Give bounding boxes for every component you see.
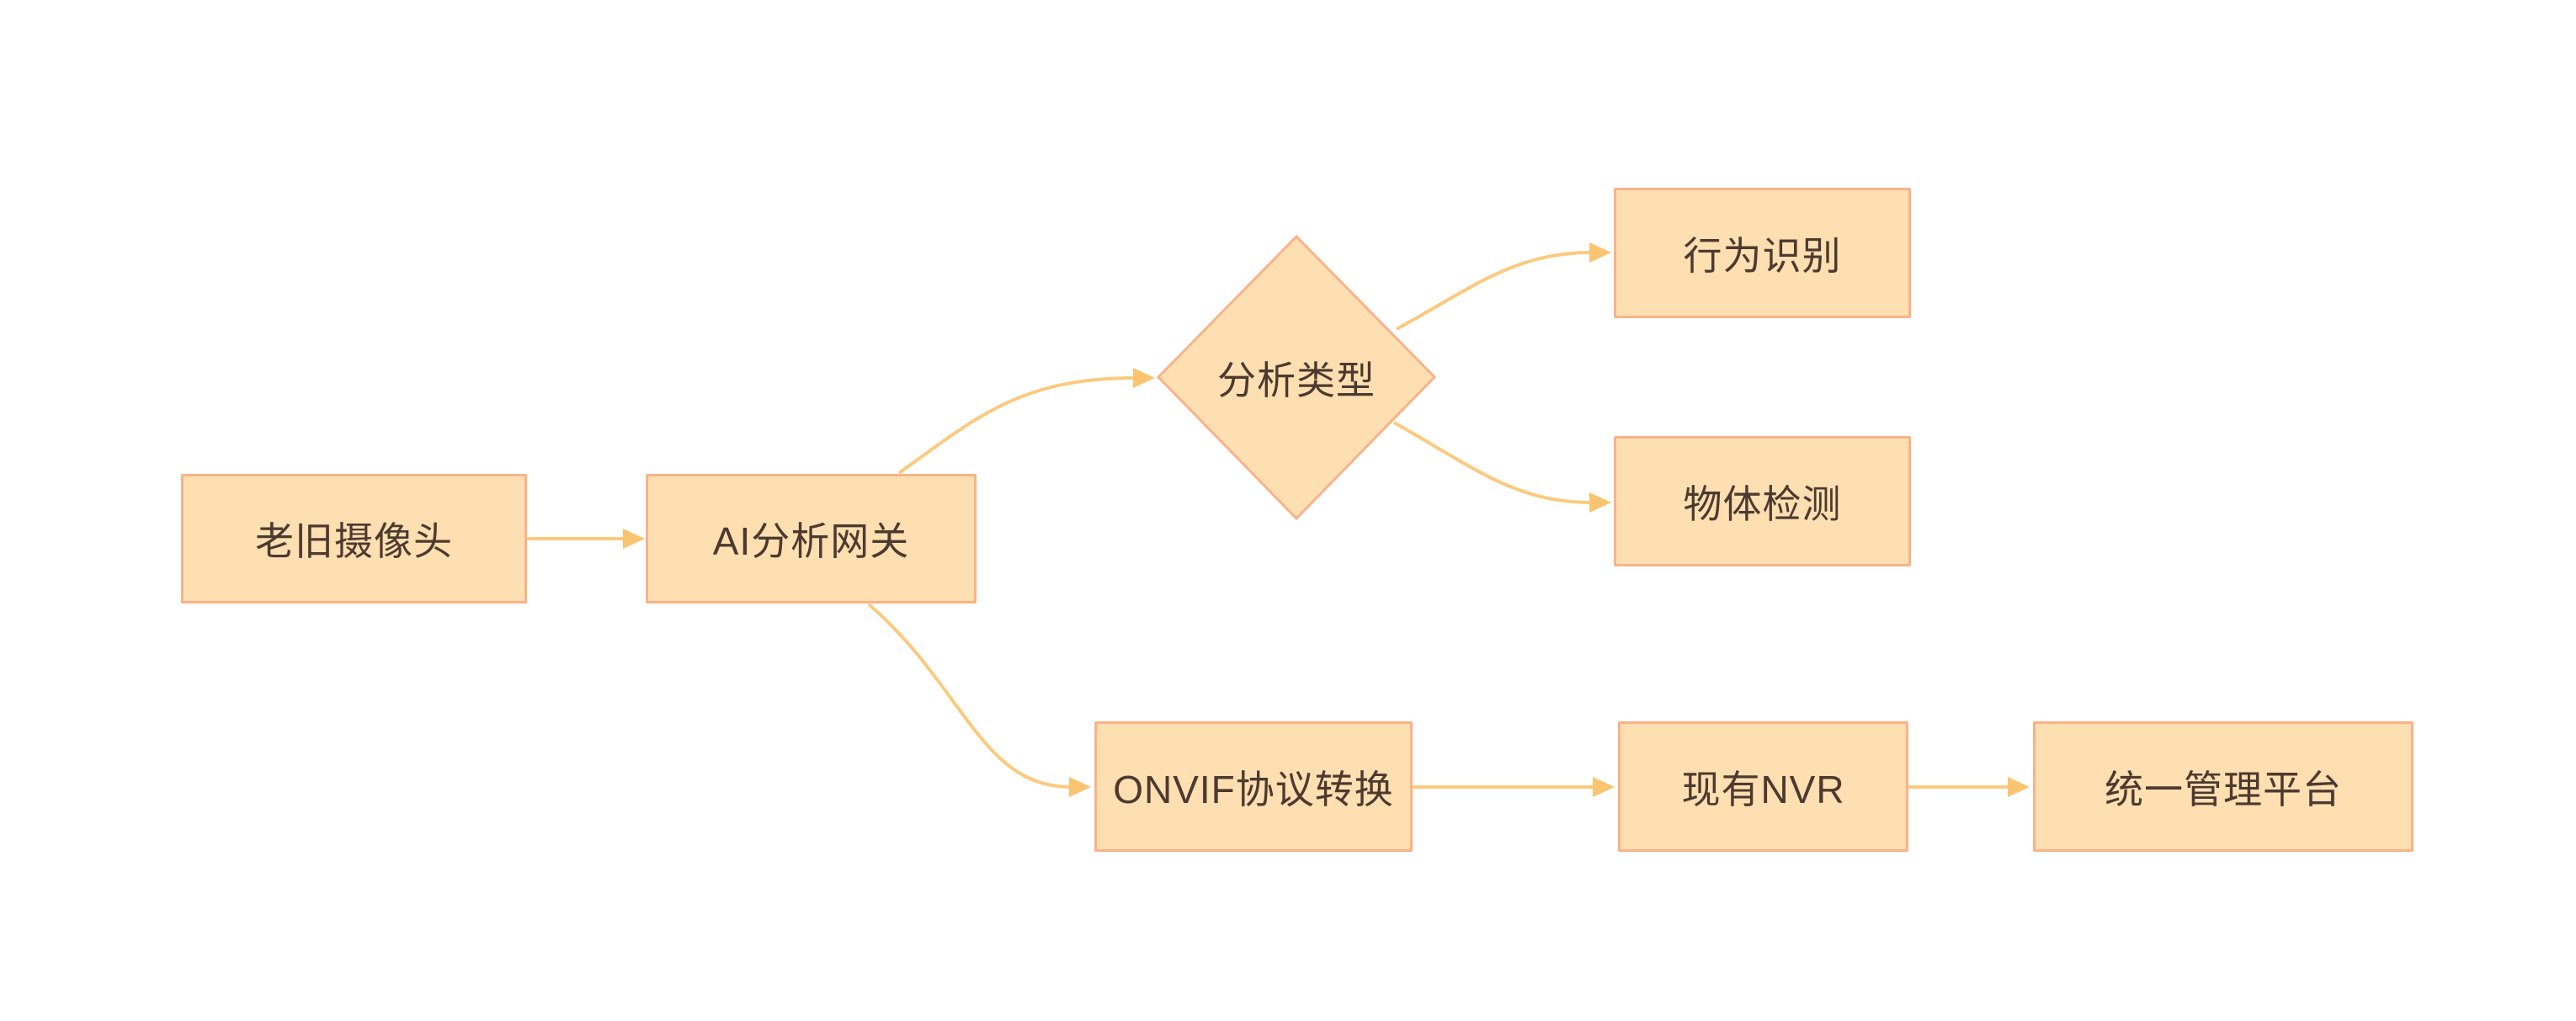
node-ai-gateway: AI分析网关 xyxy=(646,474,977,604)
node-legacy-camera-label: 老旧摄像头 xyxy=(255,519,453,563)
edge-ai-gateway-to-analysis-type xyxy=(897,376,1136,475)
arrowhead-management-platform xyxy=(2008,777,2030,797)
edge-analysis-type-to-behavior-recognition xyxy=(1396,251,1592,331)
node-analysis-type: 分析类型 xyxy=(1158,236,1435,519)
node-management-platform: 统一管理平台 xyxy=(2033,721,2414,852)
node-existing-nvr: 现有NVR xyxy=(1618,721,1908,852)
arrowhead-behavior-recognition xyxy=(1589,242,1611,263)
arrowhead-analysis-type xyxy=(1133,368,1155,388)
arrowhead-existing-nvr xyxy=(1593,777,1615,797)
node-behavior-recognition: 行为识别 xyxy=(1614,188,1911,318)
node-legacy-camera: 老旧摄像头 xyxy=(181,474,527,604)
node-object-detection-label: 物体检测 xyxy=(1683,481,1842,526)
node-ai-gateway-label: AI分析网关 xyxy=(712,519,910,563)
node-object-detection: 物体检测 xyxy=(1614,436,1911,566)
node-existing-nvr-label: 现有NVR xyxy=(1681,767,1845,811)
node-onvif-conversion: ONVIF协议转换 xyxy=(1094,721,1413,852)
node-onvif-conversion-label: ONVIF协议转换 xyxy=(1113,767,1394,811)
arrowhead-onvif-conversion xyxy=(1069,777,1091,797)
node-behavior-recognition-label: 行为识别 xyxy=(1683,233,1842,278)
node-analysis-type-label: 分析类型 xyxy=(1217,358,1376,402)
arrowhead-object-detection xyxy=(1589,492,1611,513)
node-management-platform-label: 统一管理平台 xyxy=(2105,767,2342,811)
arrowhead-ai-gateway xyxy=(623,529,645,549)
diamond-shape-analysis-type xyxy=(1156,234,1437,521)
edge-analysis-type-to-object-detection xyxy=(1393,421,1592,504)
edge-ai-gateway-to-onvif-conversion xyxy=(867,603,1072,789)
